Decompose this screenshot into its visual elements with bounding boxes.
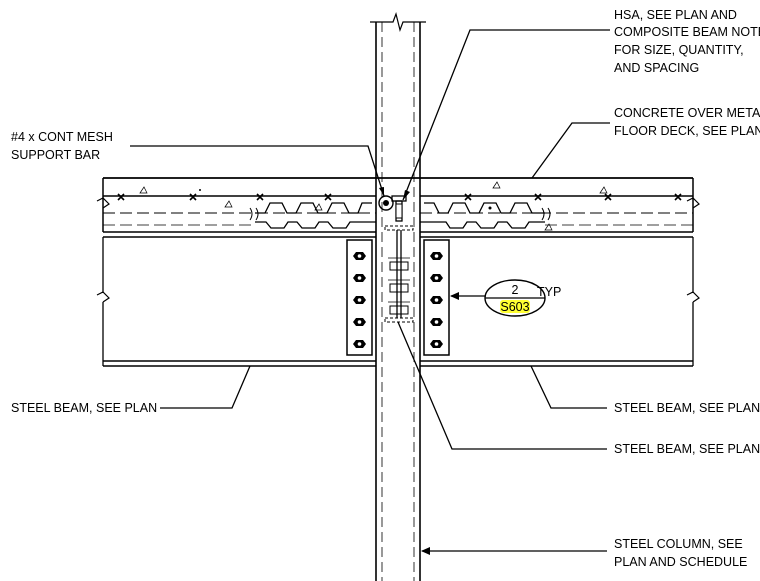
note-beam-left: STEEL BEAM, SEE PLAN: [11, 401, 157, 415]
note-beam-center: STEEL BEAM, SEE PLAN: [614, 442, 760, 456]
note-column: STEEL COLUMN, SEE PLAN AND SCHEDULE: [614, 537, 747, 569]
note-column-line: STEEL COLUMN, SEE: [614, 537, 743, 551]
mesh-bar-marks: [117, 193, 682, 201]
note-concrete-line: CONCRETE OVER METAL: [614, 106, 760, 120]
callout-typ: TYP: [537, 285, 561, 299]
headed-stud-anchor: [378, 195, 407, 222]
note-hsa-line: COMPOSITE BEAM NOTES: [614, 25, 760, 39]
steel-beam-right: [420, 231, 700, 367]
note-mesh: #4 x CONT MESH SUPPORT BAR: [11, 130, 113, 162]
note-concrete-line: FLOOR DECK, SEE PLAN: [614, 124, 760, 138]
note-hsa-line: FOR SIZE, QUANTITY,: [614, 43, 744, 57]
steel-beam-left: [96, 231, 376, 367]
shear-plate-left: [346, 239, 373, 356]
metal-floor-deck: [103, 202, 693, 229]
callout-number: 2: [512, 283, 519, 297]
steel-beam-center: [384, 225, 414, 323]
callout-sheet: S603: [500, 300, 529, 314]
shear-plate-right: [423, 239, 450, 356]
note-hsa-line: HSA, SEE PLAN AND: [614, 8, 737, 22]
section-callout[interactable]: 2 S603 TYP: [484, 279, 561, 317]
note-mesh-line: #4 x CONT MESH: [11, 130, 113, 144]
note-hsa: HSA, SEE PLAN AND COMPOSITE BEAM NOTES F…: [614, 8, 760, 75]
note-column-line: PLAN AND SCHEDULE: [614, 555, 747, 569]
note-hsa-line: AND SPACING: [614, 61, 699, 75]
note-concrete: CONCRETE OVER METAL FLOOR DECK, SEE PLAN: [614, 106, 760, 138]
concrete-slab: [96, 177, 700, 232]
note-mesh-line: SUPPORT BAR: [11, 148, 100, 162]
steel-column: [370, 11, 426, 581]
sheet-highlight: [500, 300, 530, 313]
leader-lines: [130, 29, 610, 555]
note-beam-right: STEEL BEAM, SEE PLAN: [614, 401, 760, 415]
